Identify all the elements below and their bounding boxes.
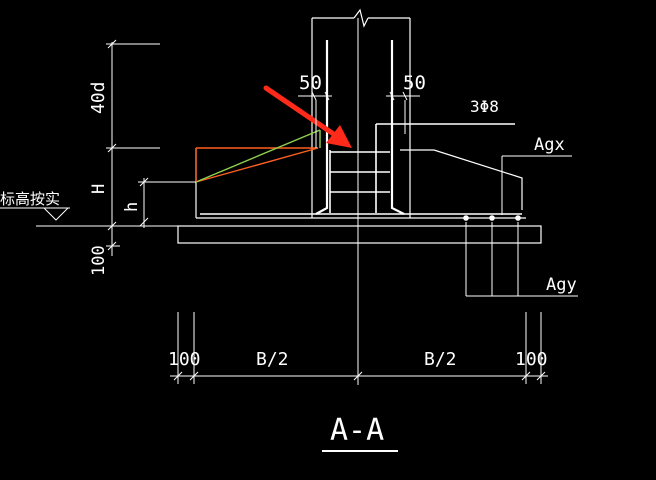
label-40d: 40d <box>88 81 109 114</box>
agx-leader <box>501 155 572 215</box>
label-elevation-note: 标高按实 <box>0 190 60 208</box>
label-b2-left: B/2 <box>256 349 289 370</box>
label-100-vertical: 100 <box>89 245 109 276</box>
red-arrow <box>263 85 352 148</box>
footing-outline <box>195 148 526 219</box>
bedding-slab <box>177 225 542 244</box>
label-h: h <box>122 202 142 212</box>
agy-leader <box>465 222 578 297</box>
label-agy: Agy <box>546 275 577 295</box>
label-50-right: 50 <box>403 72 426 94</box>
elevation-mark <box>0 207 178 227</box>
label-agx: Agx <box>534 135 565 155</box>
label-3phi8: 3Φ8 <box>470 97 499 116</box>
h-dimension <box>138 177 196 228</box>
label-100-right: 100 <box>515 349 548 370</box>
label-H: H <box>89 184 109 194</box>
annotation-lines <box>195 129 321 183</box>
label-100-left: 100 <box>168 349 201 370</box>
section-title: A-A <box>330 413 384 448</box>
bottom-horizontal-dimension <box>170 312 548 384</box>
bottom-rebar <box>200 213 522 221</box>
label-50-left: 50 <box>299 72 322 94</box>
label-b2-right: B/2 <box>424 349 457 370</box>
stirrups <box>329 123 515 213</box>
dim-50-marks <box>298 91 420 148</box>
left-vertical-dimension <box>106 39 160 256</box>
